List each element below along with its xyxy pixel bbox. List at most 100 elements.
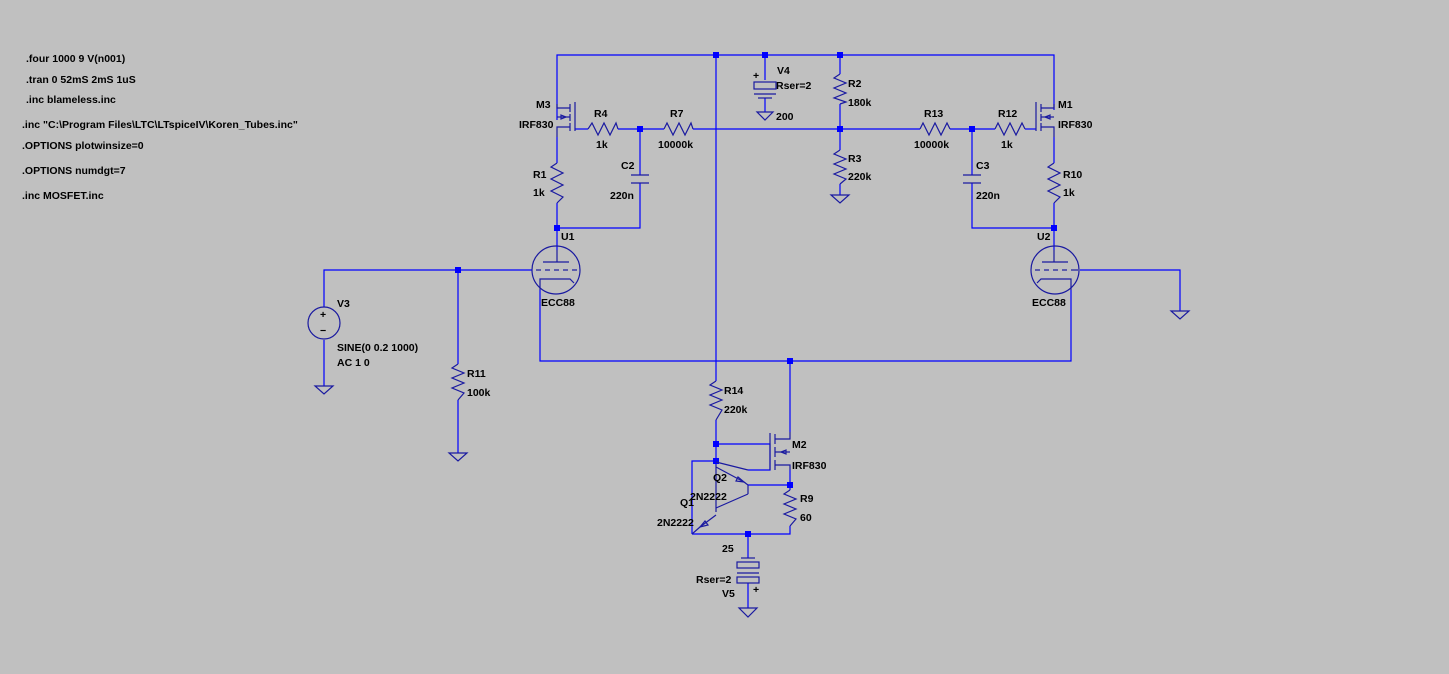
wires[interactable] bbox=[323, 54, 1181, 608]
label-v3-name: V3 bbox=[337, 298, 350, 310]
junction bbox=[713, 441, 719, 447]
label-r9-name: R9 bbox=[800, 493, 814, 505]
label-m1-name: M1 bbox=[1058, 99, 1073, 111]
ground-icon bbox=[447, 452, 469, 462]
capacitor-c2[interactable] bbox=[631, 174, 649, 184]
label-r4-value: 1k bbox=[596, 139, 608, 151]
label-v4-name: V4 bbox=[777, 65, 790, 77]
junction bbox=[455, 267, 461, 273]
label-r3-value: 220k bbox=[848, 171, 872, 183]
mosfet-m3[interactable] bbox=[556, 102, 576, 137]
resistor-r3[interactable] bbox=[832, 149, 848, 185]
directive-options-plotwinsize[interactable]: .OPTIONS plotwinsize=0 bbox=[22, 140, 144, 152]
junction bbox=[787, 358, 793, 364]
capacitor-c3[interactable] bbox=[963, 174, 981, 184]
bjt-q1[interactable] bbox=[691, 485, 749, 535]
capacitors[interactable] bbox=[631, 174, 981, 184]
label-r2-name: R2 bbox=[848, 78, 862, 90]
junction bbox=[713, 52, 719, 58]
label-r13-name: R13 bbox=[924, 108, 943, 120]
label-r13-value: 10000k bbox=[914, 139, 949, 151]
resistor-r12[interactable] bbox=[994, 121, 1026, 137]
resistor-r14[interactable] bbox=[708, 380, 724, 421]
wire-c2-bottom[interactable] bbox=[557, 183, 641, 229]
wire-bottom-return[interactable] bbox=[692, 526, 791, 535]
label-r7-name: R7 bbox=[670, 108, 684, 120]
resistor-r9[interactable] bbox=[782, 489, 798, 527]
ground-icon bbox=[737, 607, 759, 618]
label-r14-value: 220k bbox=[724, 404, 748, 416]
spice-directives: .four 1000 9 V(n001) .tran 0 52mS 2mS 1u… bbox=[22, 53, 298, 202]
battery-v4[interactable] bbox=[753, 81, 777, 99]
junction bbox=[713, 458, 719, 464]
label-r10-value: 1k bbox=[1063, 187, 1075, 199]
triode-u1[interactable] bbox=[531, 245, 581, 295]
resistor-r4[interactable] bbox=[587, 121, 619, 137]
resistor-r7[interactable] bbox=[663, 121, 694, 137]
label-c2-name: C2 bbox=[621, 160, 635, 172]
resistors[interactable] bbox=[450, 73, 1062, 527]
label-v3-ac: AC 1 0 bbox=[337, 357, 370, 369]
label-v4-plus: + bbox=[753, 70, 759, 82]
label-m2-value: IRF830 bbox=[792, 460, 827, 472]
wire-cathode-line[interactable] bbox=[539, 290, 1072, 362]
label-u2-value: ECC88 bbox=[1032, 297, 1066, 309]
directive-options-numdgt[interactable]: .OPTIONS numdgt=7 bbox=[22, 165, 126, 177]
directive-inc-blameless[interactable]: .inc blameless.inc bbox=[26, 94, 116, 106]
label-r2-value: 180k bbox=[848, 97, 872, 109]
resistor-r13[interactable] bbox=[919, 121, 951, 137]
junction bbox=[637, 126, 643, 132]
wire-q2-gate[interactable] bbox=[716, 443, 771, 471]
label-q2-value: 2N2222 bbox=[690, 491, 727, 503]
label-v4-rser: Rser=2 bbox=[776, 80, 811, 92]
junction bbox=[554, 225, 560, 231]
battery-v5[interactable] bbox=[736, 557, 760, 584]
junction bbox=[745, 531, 751, 537]
wire-c3-bottom[interactable] bbox=[971, 183, 1054, 229]
resistor-r1[interactable] bbox=[549, 162, 565, 204]
label-m2-name: M2 bbox=[792, 439, 807, 451]
triode-u2[interactable] bbox=[1030, 245, 1080, 295]
junction bbox=[837, 52, 843, 58]
label-r12-name: R12 bbox=[998, 108, 1017, 120]
directive-tran[interactable]: .tran 0 52mS 2mS 1uS bbox=[26, 74, 136, 86]
junction bbox=[969, 126, 975, 132]
junction bbox=[837, 126, 843, 132]
sine-source-v3[interactable] bbox=[307, 306, 341, 340]
resistor-r10[interactable] bbox=[1046, 162, 1062, 204]
grounds bbox=[313, 111, 1191, 618]
wire-u2-grid[interactable] bbox=[1080, 269, 1181, 311]
ground-icon bbox=[1169, 310, 1191, 320]
junction bbox=[787, 482, 793, 488]
label-r4-name: R4 bbox=[594, 108, 608, 120]
label-c3-name: C3 bbox=[976, 160, 990, 172]
label-v5-rser: Rser=2 bbox=[696, 574, 731, 586]
resistor-r2[interactable] bbox=[832, 73, 848, 105]
label-r3-name: R3 bbox=[848, 153, 862, 165]
wire-input-grid[interactable] bbox=[323, 269, 532, 307]
directive-inc-mosfet[interactable]: .inc MOSFET.inc bbox=[22, 190, 104, 202]
mosfet-m1[interactable] bbox=[1035, 102, 1055, 137]
label-m3-value: IRF830 bbox=[519, 119, 554, 131]
label-m3-name: M3 bbox=[536, 99, 551, 111]
junctions bbox=[455, 52, 1057, 537]
label-q2-name: Q2 bbox=[713, 472, 727, 484]
directive-inc-koren[interactable]: .inc "C:\Program Files\LTC\LTspiceIV\Kor… bbox=[22, 119, 298, 131]
ground-icon bbox=[755, 111, 775, 121]
label-v3-value: SINE(0 0.2 1000) bbox=[337, 342, 418, 354]
mosfet-m2[interactable] bbox=[769, 432, 791, 470]
label-r7-value: 10000k bbox=[658, 139, 693, 151]
wire-q1-base-loop[interactable] bbox=[691, 460, 716, 534]
label-r11-value: 100k bbox=[467, 387, 491, 399]
junction bbox=[762, 52, 768, 58]
bjt-q2[interactable] bbox=[715, 461, 749, 512]
directive-four[interactable]: .four 1000 9 V(n001) bbox=[26, 53, 125, 65]
resistor-r11[interactable] bbox=[450, 363, 466, 401]
wire-top-rail[interactable] bbox=[556, 54, 1055, 120]
label-r12-value: 1k bbox=[1001, 139, 1013, 151]
label-r10-name: R10 bbox=[1063, 169, 1082, 181]
label-v5-name: V5 bbox=[722, 588, 735, 600]
label-c3-value: 220n bbox=[976, 190, 1000, 202]
label-v5-value: 25 bbox=[722, 543, 734, 555]
